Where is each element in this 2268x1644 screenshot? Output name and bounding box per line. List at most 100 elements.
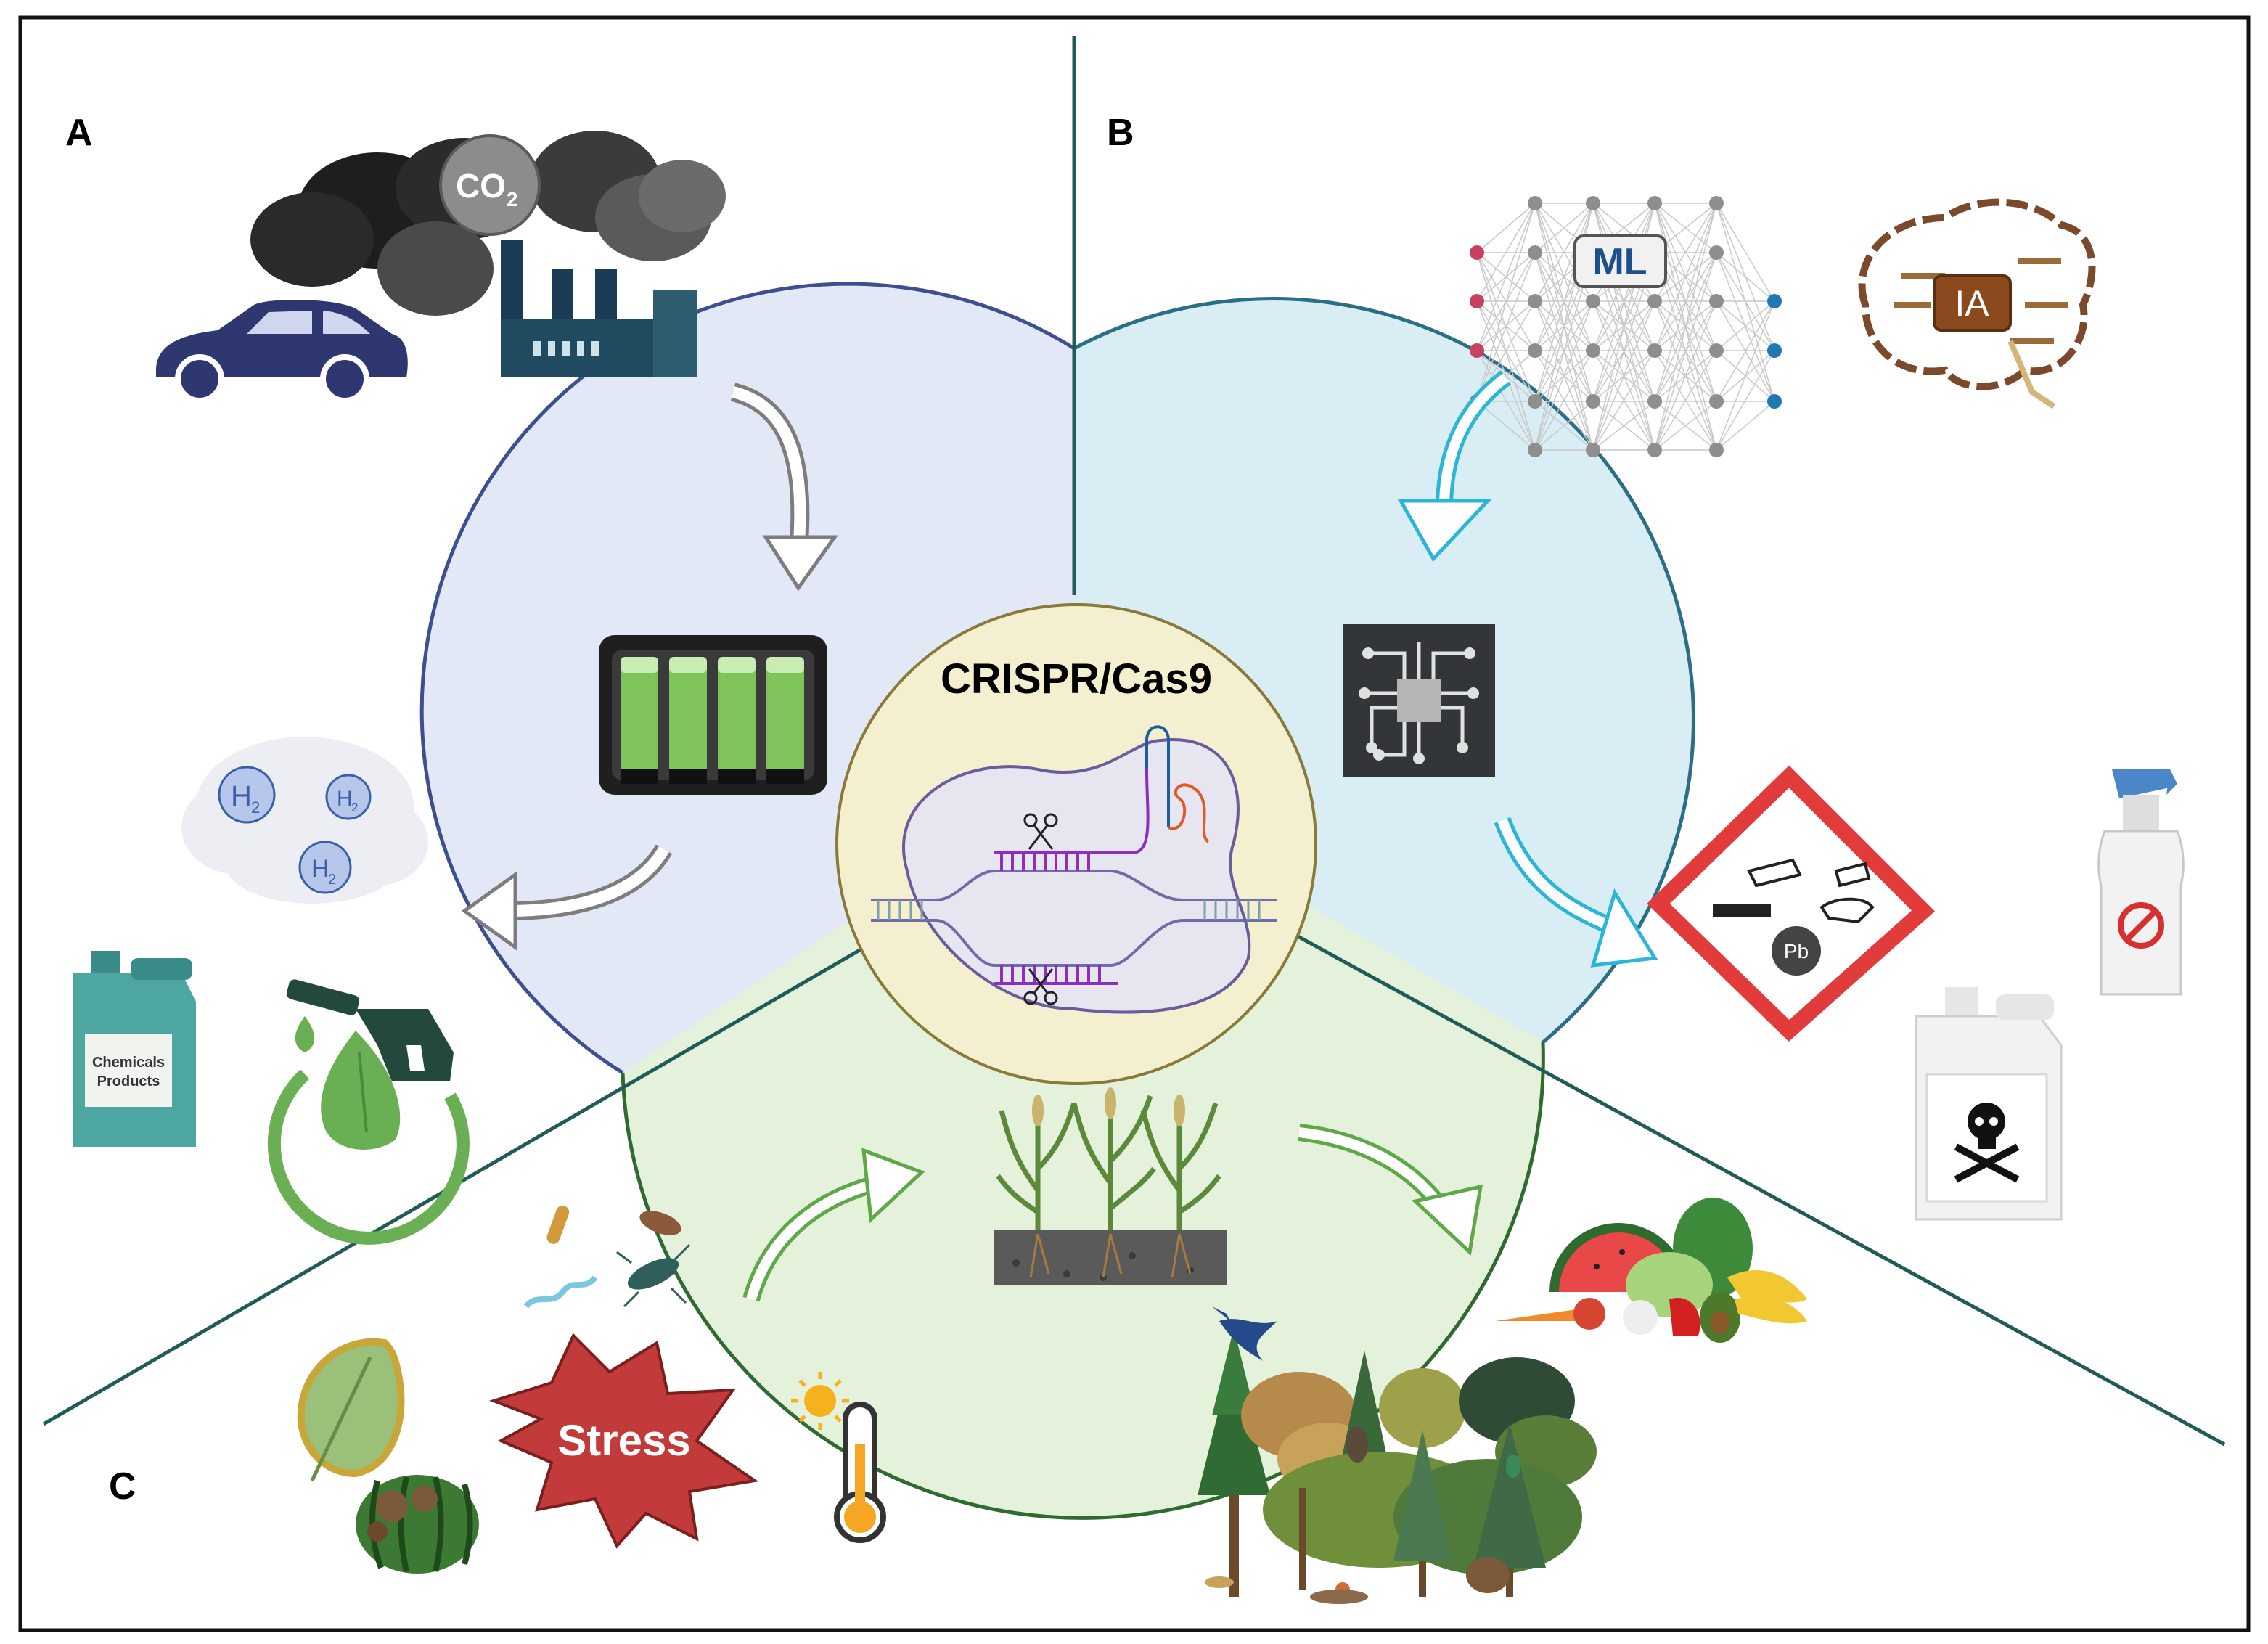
svg-text:H: H [311, 855, 329, 883]
network-node [1709, 343, 1724, 358]
svg-text:2: 2 [251, 798, 260, 817]
spray-bottle-icon [2097, 769, 2185, 996]
network-edge [1654, 203, 1717, 402]
network-node [1586, 196, 1600, 210]
svg-text:Stress: Stress [557, 1416, 690, 1465]
svg-text:ML: ML [1592, 241, 1647, 283]
ai-brain-icon: IA [1858, 198, 2096, 409]
guide-rna-top [1000, 853, 1090, 871]
ring-arc-c [621, 1042, 1545, 1520]
network-edge [1716, 300, 1775, 451]
toxic-jug-icon [1915, 987, 2063, 1221]
guide-rna-backbone [994, 769, 1150, 854]
network-edge [1534, 203, 1594, 302]
cell-outline [902, 738, 1251, 1014]
scissors-bottom-icon [1023, 968, 1058, 1005]
network-node [1647, 394, 1662, 409]
panel-label-c: C [109, 1465, 136, 1508]
arrow-food-head [1411, 1184, 1483, 1256]
svg-text:CO: CO [456, 167, 506, 205]
network-node [1586, 294, 1600, 308]
fruits-vegetables-icon [1495, 1198, 1807, 1343]
network-edge [1716, 203, 1775, 302]
svg-text:IA: IA [1954, 283, 1989, 324]
network-node [1709, 394, 1724, 409]
network-node [1586, 394, 1600, 409]
dna-strand-bottom [871, 919, 1277, 967]
divider-right [1283, 927, 2226, 1447]
network-node [1470, 245, 1484, 260]
factory-icon [501, 240, 697, 377]
network-edge [1716, 300, 1775, 351]
sun-icon [791, 1372, 849, 1430]
network-edge [1716, 252, 1775, 402]
network-edge [1476, 203, 1536, 253]
svg-text:Pb: Pb [1784, 940, 1809, 962]
network-edge [1534, 350, 1594, 451]
svg-text:Chemicals: Chemicals [92, 1055, 165, 1071]
scissors-top-icon [1023, 813, 1058, 850]
dna-rungs-left [877, 900, 923, 920]
network-edge [1654, 203, 1717, 302]
network-edge [1476, 203, 1536, 402]
network-edge [1654, 350, 1717, 451]
h2-molecule-2-icon: H 2 [325, 774, 372, 820]
network-edge [1534, 401, 1594, 451]
svg-text:H: H [231, 780, 252, 812]
svg-text:H: H [337, 787, 353, 811]
svg-text:2: 2 [351, 801, 358, 814]
network-node [1586, 343, 1600, 358]
network-node [1709, 196, 1724, 210]
network-edge [1592, 300, 1655, 451]
guide-rna-tail [1168, 783, 1210, 843]
ml-badge: ML [1573, 234, 1667, 288]
network-node [1767, 343, 1782, 358]
co2-bubble-icon: CO 2 [439, 134, 541, 236]
arrow-hazard-head [1590, 888, 1658, 968]
corrosive-hazard-sign-icon: Pb [1647, 765, 1936, 1042]
network-edge [1716, 252, 1775, 302]
network-node [1528, 343, 1542, 358]
crispr-center: CRISPR/Cas9 [835, 603, 1317, 1085]
center-title: CRISPR/Cas9 [941, 655, 1212, 703]
network-edge [1534, 300, 1594, 451]
network-node [1709, 245, 1724, 260]
forest-biodiversity-icon [1198, 1328, 1597, 1604]
network-edge [1654, 401, 1717, 451]
network-node [1528, 394, 1542, 409]
network-node [1647, 196, 1662, 210]
network-node [1709, 294, 1724, 308]
network-node [1470, 343, 1484, 358]
svg-text:2: 2 [328, 872, 336, 888]
network-node [1647, 343, 1662, 358]
network-node [1528, 294, 1542, 308]
network-edge [1654, 300, 1717, 451]
network-node [1647, 443, 1662, 457]
biofuel-pump-icon [267, 979, 470, 1245]
chemical-jug-icon: Chemicals Products [73, 951, 196, 1147]
swallow-bird-icon [1212, 1306, 1277, 1361]
network-edge [1534, 203, 1594, 253]
network-edge [1654, 252, 1717, 451]
arrow-stress-head [861, 1148, 925, 1224]
h2-molecule-1-icon: H 2 [218, 766, 276, 824]
network-edge [1716, 350, 1775, 451]
ring-arc-b [1073, 297, 1695, 1044]
network-edge [1716, 401, 1775, 451]
diseased-leaf-icon [297, 1338, 405, 1482]
panel-label-b: B [1107, 112, 1134, 154]
network-edge [1654, 203, 1717, 351]
thermometer-icon [834, 1402, 886, 1543]
arrow-ml-head [1397, 499, 1492, 563]
h2-molecule-3-icon: H 2 [298, 841, 352, 894]
network-edge [1534, 203, 1594, 351]
network-edge [1476, 252, 1536, 402]
network-edge [1654, 203, 1717, 451]
network-node [1647, 294, 1662, 308]
network-edge [1476, 203, 1536, 302]
network-node [1528, 196, 1542, 210]
microchip-icon [1343, 624, 1495, 777]
crop-plants-icon [994, 1087, 1227, 1285]
network-node [1528, 245, 1542, 260]
